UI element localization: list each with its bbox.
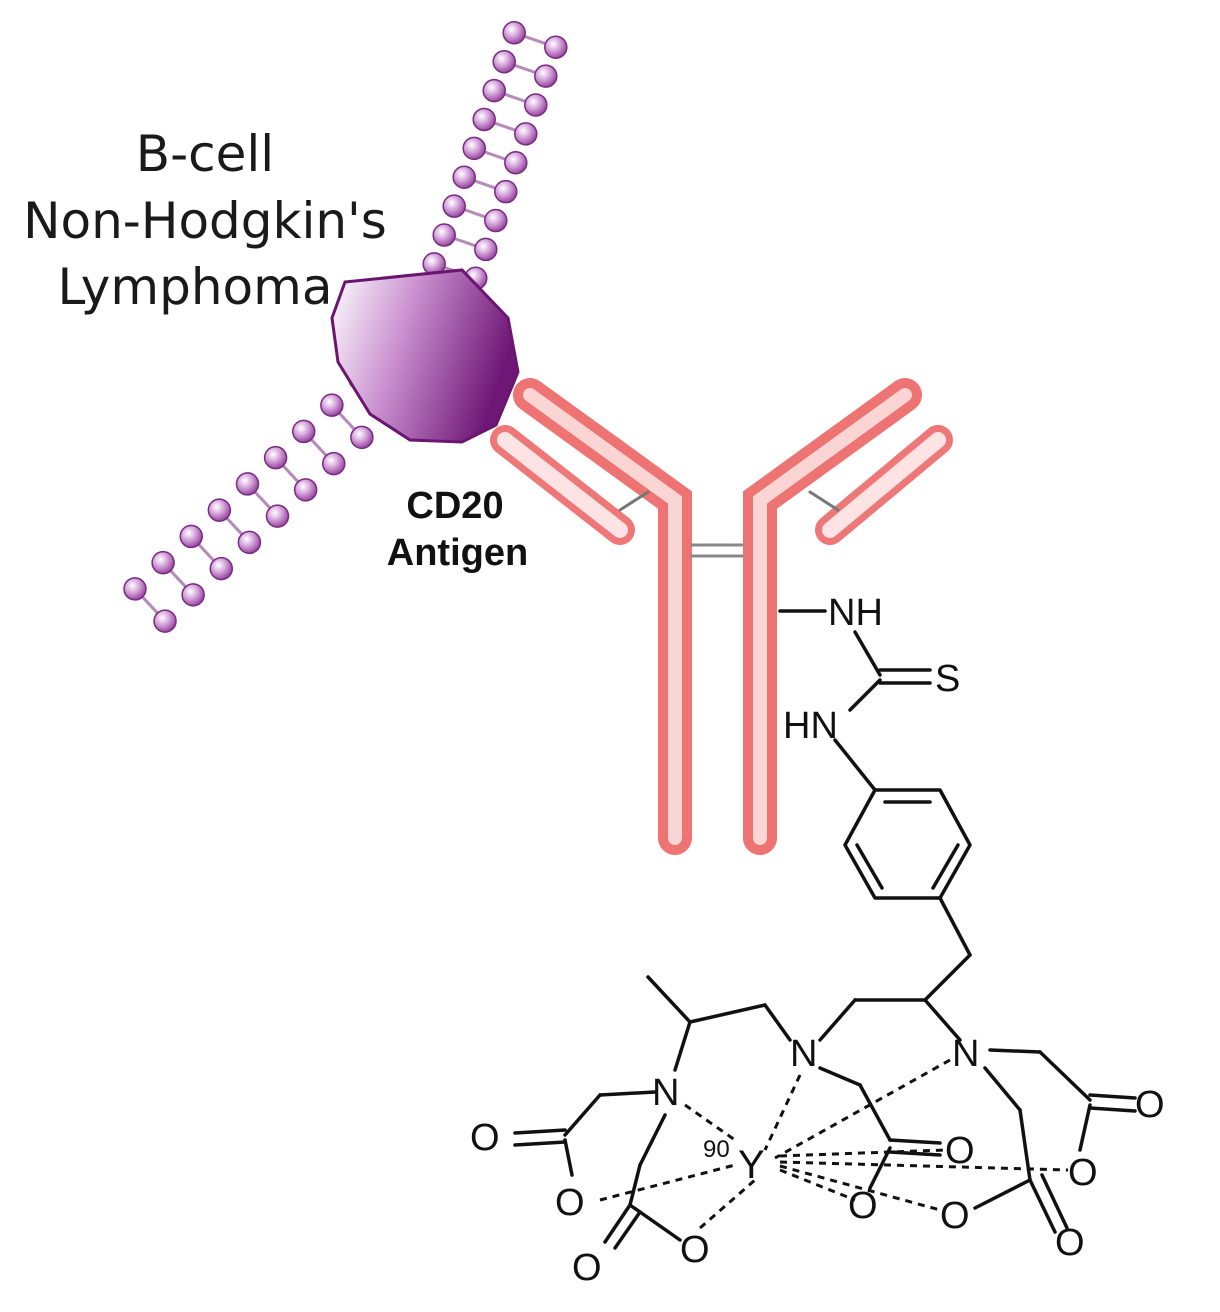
lipid-tail: [454, 237, 476, 248]
lipid-tail: [253, 490, 272, 510]
oxygen-label: O: [680, 1229, 710, 1271]
lipid-head: [179, 524, 203, 549]
lipid-tail: [225, 517, 243, 536]
lipid-head: [123, 577, 147, 601]
lipid-head: [484, 208, 508, 233]
lipid-head: [209, 556, 234, 581]
antibody: [490, 378, 953, 855]
lipid-head: [482, 78, 506, 103]
lipid-head: [207, 498, 232, 522]
title-line-1: B-cell: [135, 125, 275, 183]
oxygen-label: O: [572, 1247, 602, 1289]
lipid-tail: [282, 464, 300, 483]
oxygen-label: O: [1055, 1222, 1085, 1264]
coordination-bonds: [599, 1058, 1069, 1230]
lipid-tail: [504, 92, 526, 103]
lipid-head: [153, 609, 177, 633]
lipid-head: [472, 107, 496, 132]
lipid-head: [492, 49, 516, 74]
lipid-head: [534, 64, 558, 88]
antigen-label-line-2: Antigen: [386, 532, 529, 574]
n-label-left: N: [652, 1072, 679, 1114]
oxygen-label: O: [945, 1130, 975, 1172]
oxygen-label: O: [1135, 1084, 1165, 1126]
lipid-tail: [310, 438, 328, 457]
lipid-head: [462, 136, 486, 161]
lipid-tail: [197, 543, 215, 562]
lipid-head: [514, 122, 538, 146]
lipid-head: [265, 504, 290, 528]
nh-label: NH: [828, 592, 883, 634]
oxygen-label: O: [848, 1185, 878, 1227]
title-line-3: Lymphoma: [57, 258, 333, 316]
s-label: S: [935, 658, 960, 700]
lipid-head: [263, 445, 288, 470]
lipid-head: [442, 194, 466, 218]
lipid-head: [181, 583, 205, 607]
title-line-2: Non-Hodgkin's: [23, 192, 387, 250]
oxygen-label: O: [940, 1195, 970, 1237]
lipid-head: [544, 35, 568, 59]
lipid-head: [320, 393, 344, 417]
n-label-center: N: [790, 1033, 817, 1075]
metal-yttrium: Y: [738, 1143, 765, 1187]
lipid-head: [524, 93, 548, 117]
lipid-head: [151, 550, 175, 575]
lipid-tail: [141, 595, 159, 615]
lipid-tail: [484, 150, 506, 161]
lipid-tail: [474, 179, 496, 190]
isotope-mass: 90: [703, 1136, 730, 1163]
lipid-head: [322, 451, 346, 476]
atom-labels: NH S HN N N N 90 Y O O O O O O O O O O: [470, 592, 1165, 1289]
lipid-head: [502, 21, 526, 45]
chelator-structure: [513, 609, 1137, 1250]
antigen-label-line-1: CD20: [406, 485, 504, 527]
oxygen-label: O: [470, 1117, 500, 1159]
lipid-head: [350, 425, 374, 450]
n-label-right: N: [952, 1033, 979, 1075]
lipid-head: [504, 151, 528, 175]
lipid-head: [494, 179, 518, 204]
cd20-antigen-shape: [330, 268, 520, 444]
lipid-tail: [494, 121, 516, 132]
oxygen-label: O: [555, 1182, 585, 1224]
lipid-head: [432, 223, 456, 247]
lipid-head: [237, 530, 262, 555]
lipid-tail: [514, 63, 536, 74]
lipid-tail: [169, 569, 187, 588]
lipid-tail: [464, 208, 486, 219]
lipid-tail: [524, 34, 546, 46]
lipid-head: [293, 478, 318, 502]
lipid-head: [474, 237, 498, 262]
oxygen-label: O: [1068, 1152, 1098, 1194]
lipid-head: [291, 419, 316, 444]
lipid-tail: [338, 412, 356, 431]
lipid-head: [452, 165, 476, 189]
lipid-head: [235, 472, 260, 496]
hn-label: HN: [783, 705, 838, 747]
